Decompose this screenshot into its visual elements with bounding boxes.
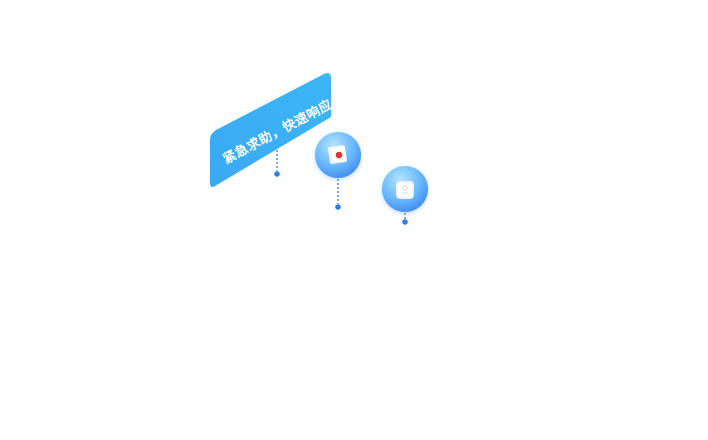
sensor-anchor-dot [402,219,408,225]
banner-pointer [274,150,280,177]
sensor-icon [396,181,414,199]
sos-anchor-dot [335,204,341,210]
device-node-sensor [378,162,432,225]
sos-button-icon [328,145,347,164]
banner-anchor-dot [274,171,280,177]
device-node-sos [311,128,365,210]
